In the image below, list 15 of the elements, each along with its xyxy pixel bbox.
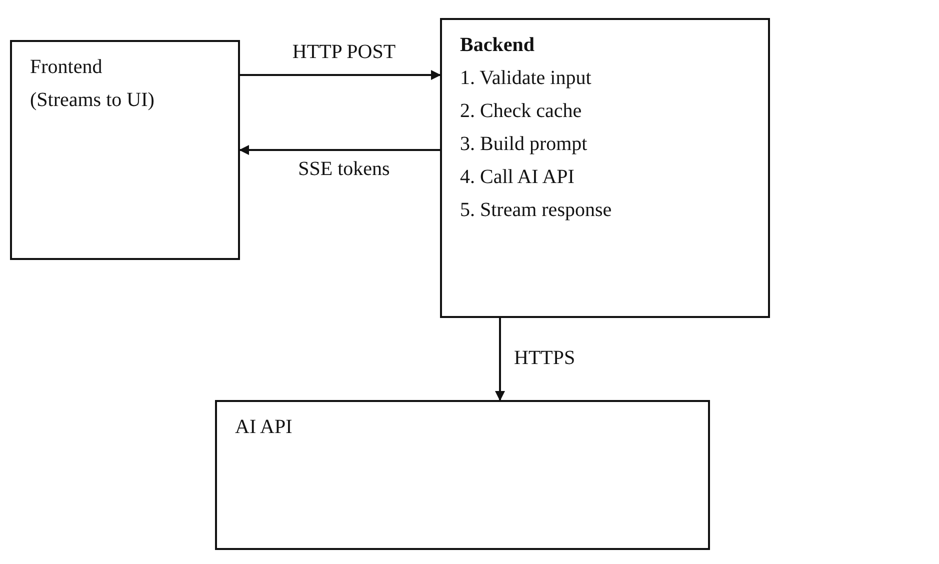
arrow	[240, 70, 441, 80]
arrow	[495, 318, 505, 401]
backend-box	[440, 18, 770, 318]
box-text: 2. Check cache	[460, 100, 583, 123]
box-title: Backend	[460, 34, 536, 57]
box-title: AI API	[235, 416, 294, 439]
frontend-box	[10, 40, 240, 260]
api-box	[215, 400, 710, 550]
box-text: (Streams to UI)	[30, 89, 156, 112]
arrow	[239, 145, 440, 155]
box-title: Frontend	[30, 56, 104, 79]
box-text: 3. Build prompt	[460, 133, 588, 156]
box-text: 5. Stream response	[460, 199, 613, 222]
box-text: 4. Call AI API	[460, 166, 576, 189]
box-text: 1. Validate input	[460, 67, 592, 90]
